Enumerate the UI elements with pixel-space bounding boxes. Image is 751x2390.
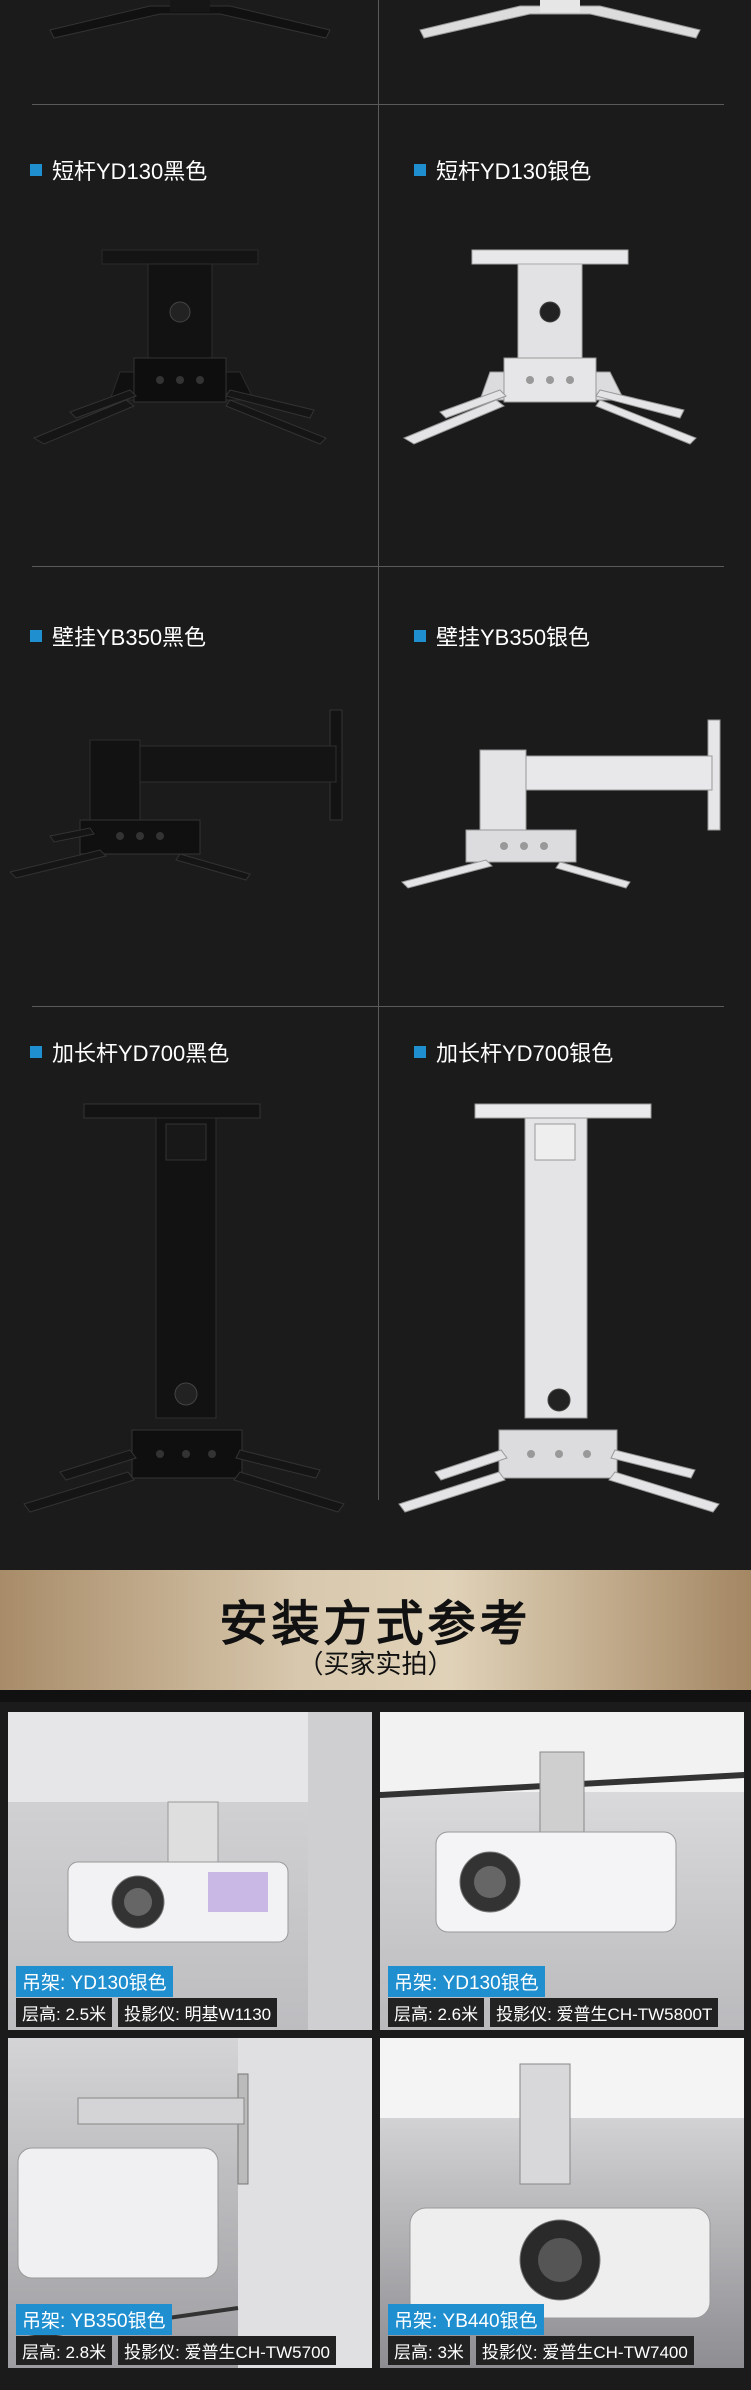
product-label: 加长杆YD700银色 xyxy=(414,1036,613,1068)
product-label: 壁挂YB350黑色 xyxy=(30,620,206,652)
divider-bar xyxy=(0,1690,751,1702)
short-mount-black-image xyxy=(32,249,327,445)
product-label-text: 壁挂YB350银色 xyxy=(436,625,591,650)
product-label-text: 壁挂YB350黑色 xyxy=(52,625,207,650)
grid-divider xyxy=(32,566,724,567)
ceiling-height: 层高: 2.6米 xyxy=(388,1998,485,2027)
wall-mount-silver-image xyxy=(401,719,721,889)
short-mount-silver-image xyxy=(402,249,697,445)
product-grid: 短杆YD130黑色 短杆YD130银色 xyxy=(10,0,724,1513)
spec-caption: 层高: 3米 投影仪: 爱普生CH-TW7400 xyxy=(388,2336,694,2365)
product-label-text: 短杆YD130银色 xyxy=(436,159,592,184)
ceiling-height: 层高: 3米 xyxy=(388,2336,470,2365)
mount-caption: 吊架: YB350银色 xyxy=(16,2304,172,2335)
long-mount-silver-image xyxy=(398,1103,720,1513)
spec-caption: 层高: 2.6米 投影仪: 爱普生CH-TW5800T xyxy=(388,1998,719,2027)
mount-image-partial-black xyxy=(49,0,331,39)
product-label: 壁挂YB350银色 xyxy=(414,620,590,652)
buyer-photo: 吊架: YB350银色 层高: 2.8米 投影仪: 爱普生CH-TW5700 xyxy=(8,2038,372,2368)
grid-divider xyxy=(32,1006,724,1007)
product-label-text: 加长杆YD700黑色 xyxy=(52,1041,230,1066)
buyer-photos: 吊架: YD130银色 层高: 2.5米 投影仪: 明基W1130 吊架: YD… xyxy=(0,1702,751,2390)
projector-model: 投影仪: 爱普生CH-TW5800T xyxy=(490,1998,719,2027)
mount-caption: 吊架: YD130银色 xyxy=(16,1966,173,1997)
projector-photo-image xyxy=(8,1712,372,2030)
product-label-text: 加长杆YD700银色 xyxy=(436,1041,614,1066)
ceiling-height: 层高: 2.8米 xyxy=(16,2336,113,2365)
projector-model: 投影仪: 爱普生CH-TW5700 xyxy=(118,2336,337,2365)
projector-photo-image xyxy=(380,2038,744,2319)
section-title: 安装方式参考 xyxy=(219,1598,532,1651)
buyer-photo: 吊架: YD130银色 层高: 2.6米 投影仪: 爱普生CH-TW5800T xyxy=(380,1712,744,2030)
product-label-text: 短杆YD130黑色 xyxy=(52,159,208,184)
bullet-square-icon xyxy=(414,630,426,642)
product-label: 加长杆YD700黑色 xyxy=(30,1036,229,1068)
mount-caption: 吊架: YD130银色 xyxy=(388,1966,545,1997)
section-banner: 安装方式参考 （买家实拍） xyxy=(0,1570,751,1690)
projector-photo-image xyxy=(380,1712,744,1933)
mount-caption: 吊架: YB440银色 xyxy=(388,2304,544,2335)
bullet-square-icon xyxy=(414,1046,426,1058)
long-mount-black-image xyxy=(23,1103,345,1513)
bullet-square-icon xyxy=(30,1046,42,1058)
ceiling-height: 层高: 2.5米 xyxy=(16,1998,113,2027)
grid-divider xyxy=(32,104,724,105)
section-subtitle: （买家实拍） xyxy=(297,1649,454,1679)
projector-model: 投影仪: 明基W1130 xyxy=(118,1998,278,2027)
spec-caption: 层高: 2.8米 投影仪: 爱普生CH-TW5700 xyxy=(16,2336,337,2365)
mount-image-partial-silver xyxy=(419,0,701,39)
bullet-square-icon xyxy=(30,164,42,176)
projector-photo-image xyxy=(17,2038,372,2368)
buyer-photo: 吊架: YB440银色 层高: 3米 投影仪: 爱普生CH-TW7400 xyxy=(380,2038,744,2368)
bullet-square-icon xyxy=(414,164,426,176)
bullet-square-icon xyxy=(30,630,42,642)
product-label: 短杆YD130银色 xyxy=(414,154,591,186)
spec-caption: 层高: 2.5米 投影仪: 明基W1130 xyxy=(16,1998,278,2027)
wall-mount-black-image xyxy=(10,709,343,881)
grid-divider-vertical xyxy=(378,0,379,1500)
buyer-photo: 吊架: YD130银色 层高: 2.5米 投影仪: 明基W1130 xyxy=(8,1712,372,2030)
projector-model: 投影仪: 爱普生CH-TW7400 xyxy=(475,2336,694,2365)
product-label: 短杆YD130黑色 xyxy=(30,154,207,186)
